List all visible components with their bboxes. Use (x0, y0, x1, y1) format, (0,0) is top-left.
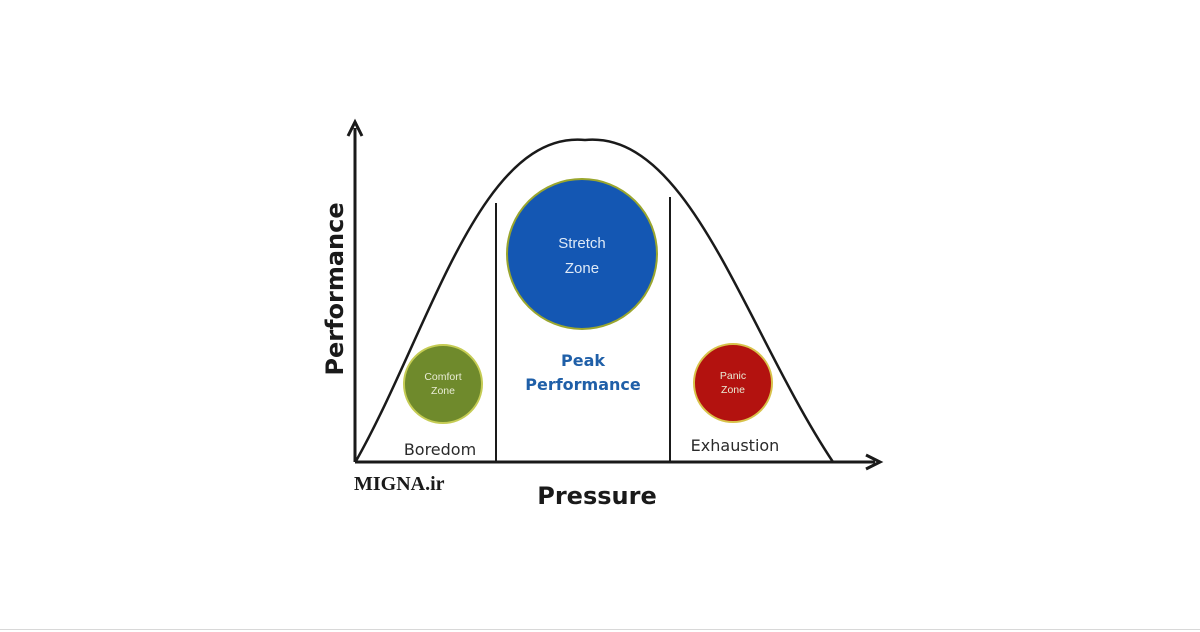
x-axis-arrowhead (865, 453, 884, 471)
performance-curve (354, 138, 835, 463)
exhaustion-label: Exhaustion (691, 436, 780, 455)
watermark-text: MIGNA.ir (354, 473, 445, 495)
comfort-zone-label-line1: Comfort (424, 371, 461, 383)
stretch-zone-label-line2: Zone (565, 260, 599, 277)
y-axis-title: Performance (321, 202, 349, 375)
stretch-zone-label-line1: Stretch (558, 235, 606, 252)
comfort-zone-circle (403, 344, 483, 424)
x-axis-title: Pressure (537, 482, 656, 510)
peak-label-line2: Performance (525, 375, 641, 394)
panic-zone-label-line2: Zone (721, 384, 745, 396)
boredom-label: Boredom (404, 440, 476, 459)
panic-zone-circle (693, 343, 773, 423)
stretch-zone-circle (506, 178, 658, 330)
peak-label-line1: Peak (561, 351, 605, 370)
y-axis-arrowhead (346, 118, 364, 137)
bottom-divider (0, 629, 1200, 630)
panic-zone-label-line1: Panic (720, 370, 746, 382)
comfort-zone-label-line2: Zone (431, 385, 455, 397)
